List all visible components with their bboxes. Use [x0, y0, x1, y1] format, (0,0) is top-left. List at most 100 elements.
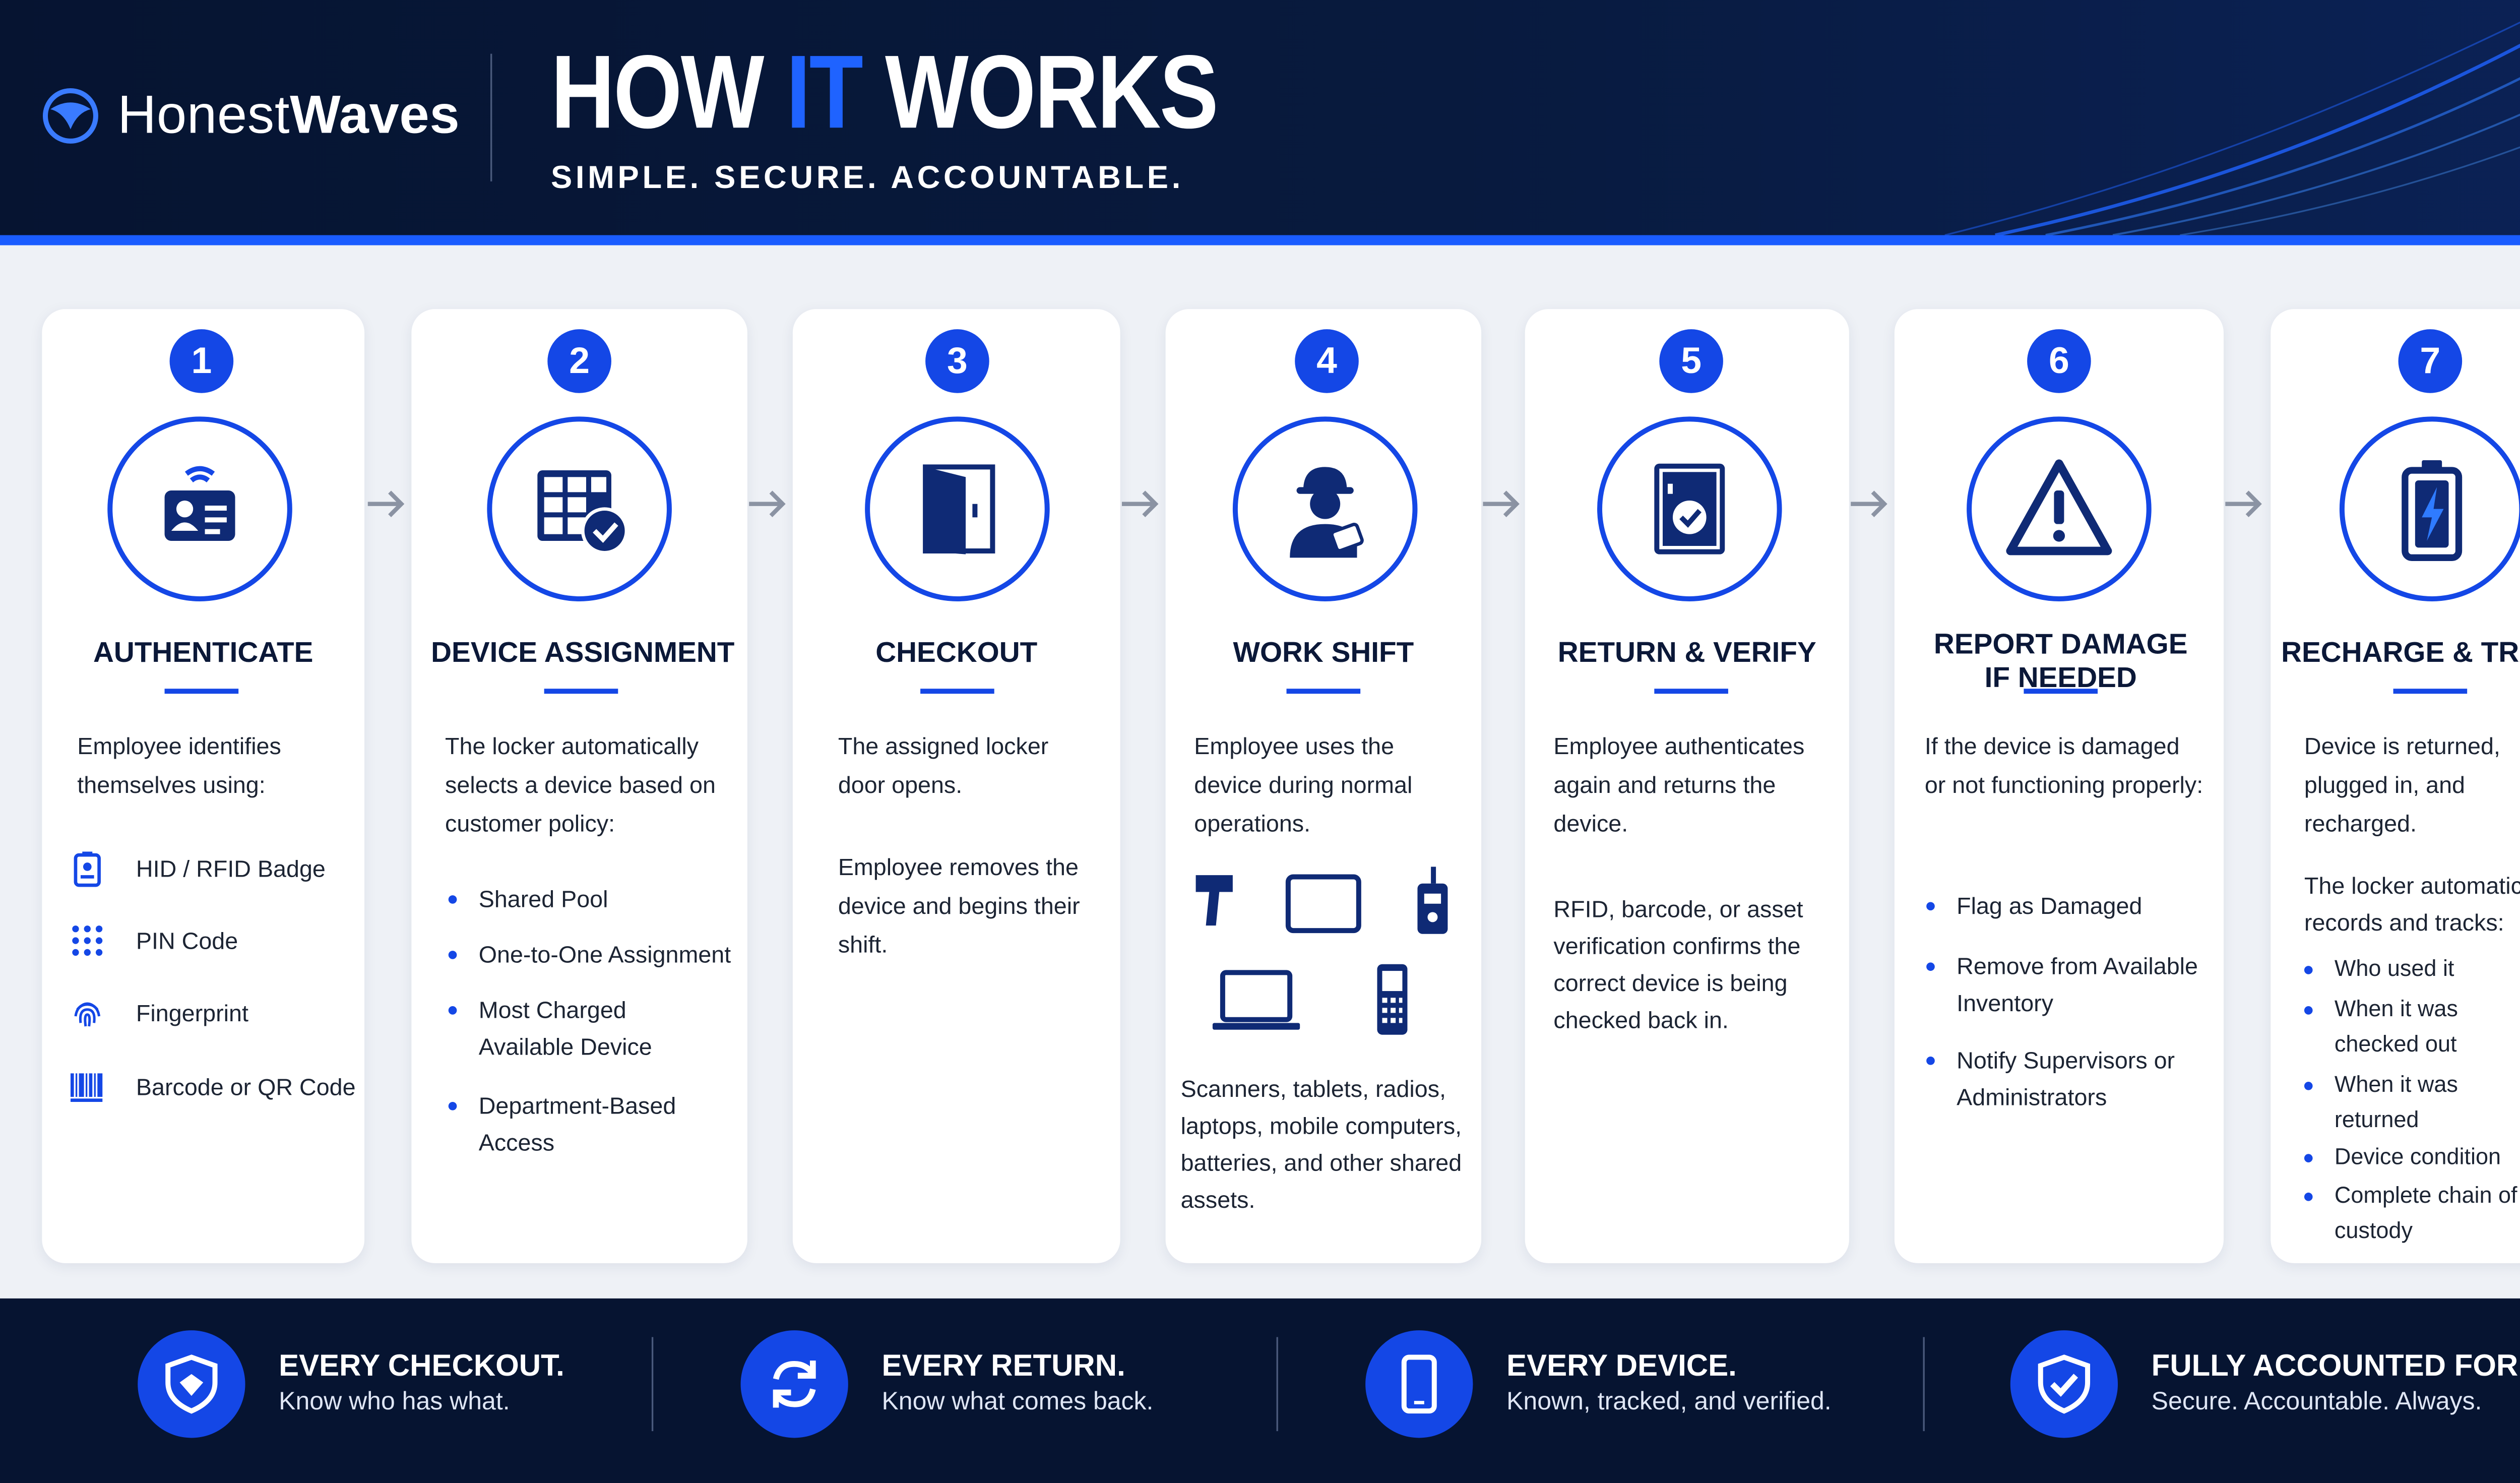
footer-divider [651, 1337, 654, 1432]
footer-item-return: EVERY RETURN. Know what comes back. [740, 1330, 1154, 1438]
arrow-right-icon [1851, 490, 1887, 517]
footer-item-checkout: EVERY CHECKOUT. Know who has what. [138, 1330, 564, 1438]
title-underline [920, 689, 994, 694]
step-description: Employee uses the device during normal o… [1194, 732, 1413, 837]
step-icon-circle [487, 416, 672, 601]
footer-item-accounted: FULLY ACCOUNTED FOR. Secure. Accountable… [2010, 1330, 2520, 1438]
tracking-bullet: When it was checked out [2301, 991, 2519, 1062]
shield-check-icon [2038, 1354, 2091, 1414]
step-description: If the device is damaged or not function… [1924, 732, 2203, 798]
decorative-swoosh [1944, 21, 2520, 235]
mobile-computer-icon [1377, 964, 1408, 1035]
method-pin-code: PIN Code [69, 922, 238, 959]
step-title: AUTHENTICATE [93, 636, 313, 669]
damage-action-bullet: Notify Supervisors or Administrators [1923, 1041, 2208, 1116]
step-number-badge: 4 [1295, 329, 1359, 393]
arrow-right-icon [1121, 490, 1159, 517]
worker-icon [1290, 467, 1364, 558]
arrow-right-icon [2225, 490, 2262, 517]
tracking-bullet: Device condition [2301, 1139, 2520, 1174]
damage-action-bullet: Remove from Available Inventory [1923, 947, 2208, 1021]
keypad-icon [72, 925, 103, 956]
title-underline [544, 689, 618, 694]
header-banner: HonestWaves HOW IT WORKS SIMPLE. SECURE.… [0, 0, 2520, 235]
warning-icon [2006, 459, 2112, 555]
method-barcode-qr: Barcode or QR Code [69, 1068, 356, 1105]
step-title: RECHARGE & TRACK [2281, 636, 2520, 669]
tracking-bullet: When it was returned [2301, 1067, 2502, 1137]
barcode-icon [70, 1073, 103, 1102]
step-icon-circle [1597, 416, 1782, 601]
step-description: The assigned locker door opens. [838, 732, 1049, 798]
step-icon-circle [1232, 416, 1418, 601]
brand-logo: HonestWaves [40, 84, 460, 146]
footer-item-device: EVERY DEVICE. Known, tracked, and verifi… [1365, 1330, 1832, 1438]
scanner-icon [1195, 875, 1233, 926]
step-title: RETURN & VERIFY [1557, 636, 1816, 669]
locker-check-icon [1654, 463, 1725, 554]
footer-heading: EVERY RETURN. [881, 1348, 1125, 1383]
footer-subtext: Know what comes back. [881, 1387, 1154, 1416]
step-description: Employee authenticates again and returns… [1553, 732, 1805, 837]
step-description: Device is returned, plugged in, and rech… [2304, 732, 2500, 837]
wave-logo-icon [42, 87, 98, 143]
step-number-badge: 5 [1659, 329, 1723, 393]
page-title: HOW IT WORKS [550, 35, 1219, 151]
step-description: RFID, barcode, or asset verification con… [1553, 895, 1803, 1033]
header-accent-stripe [0, 235, 2520, 245]
battery-charge-icon [2402, 460, 2463, 561]
step-icon-circle [2339, 416, 2520, 601]
footer-divider [1923, 1337, 1925, 1432]
arrow-right-icon [1483, 490, 1520, 517]
title-underline [1286, 689, 1361, 694]
step-number-badge: 7 [2398, 329, 2463, 393]
footer-heading: EVERY DEVICE. [1506, 1348, 1737, 1383]
footer-divider [1276, 1337, 1278, 1432]
tracking-bullet: Who used it [2301, 951, 2520, 986]
method-fingerprint: Fingerprint [69, 995, 248, 1031]
tablet-icon [1285, 874, 1361, 934]
step-icon-circle [1967, 416, 2152, 601]
title-underline [1654, 689, 1728, 694]
policy-bullet: Department-Based Access [445, 1087, 730, 1161]
step-number-badge: 6 [2027, 329, 2091, 393]
title-underline [2024, 689, 2098, 694]
tracking-bullet: Complete chain of custody [2301, 1178, 2520, 1248]
title-underline [2393, 689, 2468, 694]
footer-subtext: Know who has what. [279, 1387, 510, 1416]
device-types-text: Scanners, tablets, radios, laptops, mobi… [1180, 1075, 1462, 1213]
step-title: WORK SHIFT [1233, 636, 1414, 669]
step-number-badge: 3 [925, 329, 989, 393]
id-badge-icon [74, 851, 101, 887]
open-door-icon [923, 464, 995, 554]
policy-bullet: Shared Pool [445, 880, 764, 917]
arrow-right-icon [367, 490, 405, 517]
refresh-icon [773, 1361, 816, 1408]
locker-grid-check-icon [537, 470, 628, 554]
badge-icon [164, 466, 235, 541]
arrow-right-icon [749, 490, 786, 517]
step-title: CHECKOUT [875, 636, 1038, 669]
step-icon-circle [107, 416, 292, 601]
footer-subtext: Known, tracked, and verified. [1506, 1387, 1832, 1416]
step-title: DEVICE ASSIGNMENT [431, 636, 735, 669]
method-hid-rfid: HID / RFID Badge [69, 850, 326, 887]
step-icon-circle [865, 416, 1050, 601]
step-number-badge: 1 [169, 329, 234, 393]
shield-icon [165, 1354, 218, 1414]
step-description: The locker automatically selects a devic… [445, 732, 716, 837]
smartphone-icon [1401, 1354, 1437, 1414]
policy-bullet: Most Charged Available Device [445, 991, 714, 1065]
step-description: The locker automatically records and tra… [2304, 872, 2520, 936]
step-number-badge: 2 [547, 329, 611, 393]
radio-icon [1417, 867, 1448, 934]
step-description: Employee identifies themselves using: [77, 732, 281, 798]
damage-action-bullet: Flag as Damaged [1923, 887, 2233, 923]
fingerprint-icon [74, 1002, 101, 1027]
footer-subtext: Secure. Accountable. Always. [2151, 1387, 2482, 1416]
title-underline [164, 689, 239, 694]
footer-heading: FULLY ACCOUNTED FOR. [2151, 1348, 2520, 1383]
policy-bullet: One-to-One Assignment [445, 936, 774, 972]
